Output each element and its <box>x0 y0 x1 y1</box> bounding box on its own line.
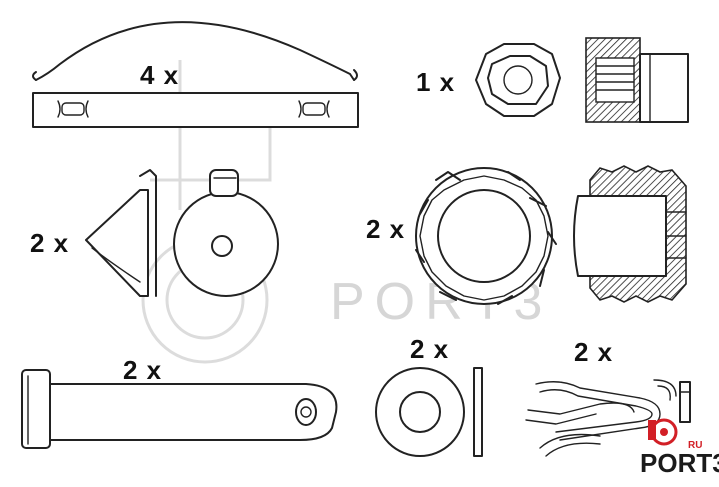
logo-suffix: RU <box>688 440 703 451</box>
logo-text: PORT3 <box>640 448 719 478</box>
qty-washer: 2 x <box>410 334 450 364</box>
hex-nut-icon <box>475 43 561 117</box>
qty-r-clip: 2 x <box>574 337 614 367</box>
r-clip-icon <box>525 379 677 457</box>
washer-side-icon <box>473 367 483 457</box>
anti-rattle-spring-icon <box>32 21 358 81</box>
qty-nut: 1 x <box>416 67 456 97</box>
qty-spring-clip: 4 x <box>140 60 180 90</box>
qty-pin: 2 x <box>123 355 163 385</box>
guide-bushing-section-icon <box>573 165 687 303</box>
port3-logo-icon <box>648 418 678 446</box>
guide-bushing-front-icon <box>415 167 557 305</box>
guide-pin-icon <box>21 369 338 449</box>
nut-section-icon <box>585 37 689 123</box>
r-clip-side-icon <box>679 381 691 423</box>
washer-front-icon <box>375 367 465 457</box>
spring-plate-icon <box>32 92 359 128</box>
qty-bushing: 2 x <box>366 214 406 244</box>
qty-cap: 2 x <box>30 228 70 258</box>
dust-cap-side-icon <box>85 169 157 297</box>
dust-cap-front-icon <box>173 169 279 297</box>
